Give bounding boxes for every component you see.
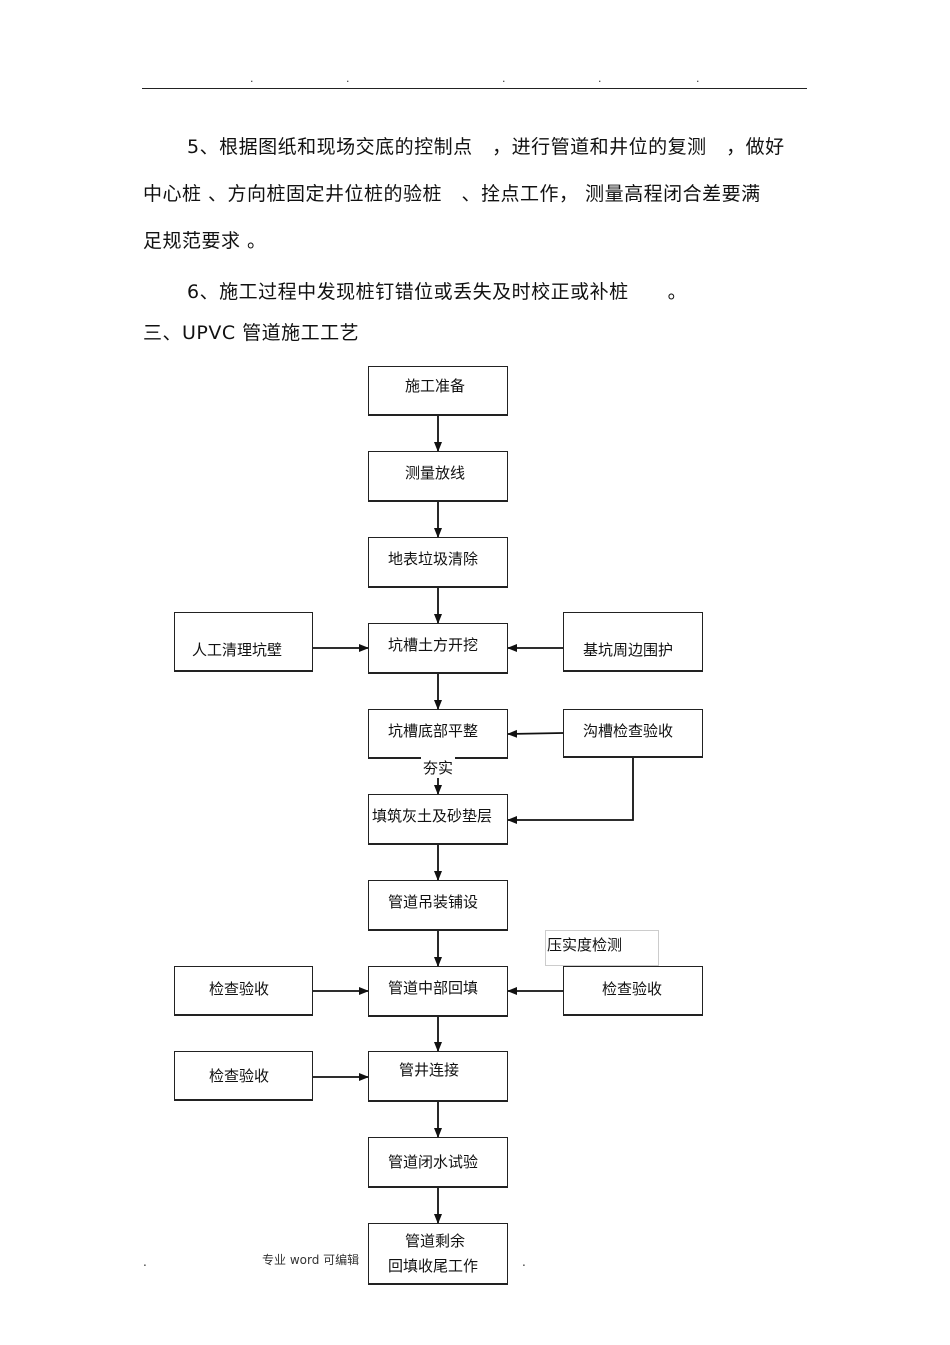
flow-step-survey: 测量放线: [368, 451, 508, 502]
paragraph-5-line-1: 5、根据图纸和现场交底的控制点 ，进行管道和井位的复测 ，做好: [187, 136, 785, 158]
paragraph-5-line-2: 中心桩 、方向桩固定井位桩的验桩 、拴点工作， 测量高程闭合差要满: [143, 183, 761, 205]
note-compaction-test: 压实度检测: [545, 930, 659, 966]
flow-step-water-test: 管道闭水试验: [368, 1137, 508, 1188]
side-step-label: 检查验收: [209, 980, 270, 998]
flow-step-label: 管井连接: [399, 1061, 460, 1079]
flow-step-excavation: 坑槽土方开挖: [368, 623, 508, 674]
footer-left-dot: .: [143, 1255, 147, 1269]
side-step-check-left-2: 检查验收: [174, 1051, 313, 1101]
flow-step-label: 管道闭水试验: [388, 1153, 479, 1171]
flow-step-label: 管道中部回填: [388, 979, 479, 997]
flow-step-label: 坑槽土方开挖: [388, 636, 479, 654]
side-step-label: 检查验收: [602, 980, 663, 998]
paragraph-5-line-3: 足规范要求 。: [143, 230, 267, 252]
flow-step-fill-cushion: 填筑灰土及砂垫层: [368, 794, 508, 845]
flow-step-prepare: 施工准备: [368, 366, 508, 416]
header-dot: .: [696, 72, 700, 85]
note-compact: 夯实: [421, 757, 456, 778]
flow-step-label: 施工准备: [405, 377, 466, 395]
side-step-label: 基坑周边围护: [583, 641, 674, 659]
flow-step-label: 测量放线: [405, 464, 466, 482]
header-rule: [142, 88, 807, 89]
flow-step-label: 填筑灰土及砂垫层: [372, 807, 493, 825]
section-title: 三、UPVC 管道施工工艺: [143, 322, 360, 344]
side-step-manual-clean: 人工清理坑壁: [174, 612, 313, 672]
flow-step-level-bottom: 坑槽底部平整: [368, 709, 508, 759]
flow-step-middle-backfill: 管道中部回填: [368, 966, 508, 1017]
flow-step-label-line1: 管道剩余: [405, 1232, 466, 1250]
footer-right-dot: .: [522, 1255, 526, 1269]
footer-note: 专业 word 可编辑: [262, 1253, 360, 1267]
side-step-pit-protect: 基坑周边围护: [563, 612, 703, 672]
flow-step-well-connect: 管井连接: [368, 1051, 508, 1102]
flow-step-label-line2: 回填收尾工作: [388, 1257, 479, 1275]
header-dot: .: [598, 72, 602, 85]
side-step-label: 人工清理坑壁: [192, 641, 283, 659]
side-step-label: 检查验收: [209, 1067, 270, 1085]
flow-step-final-backfill: 管道剩余 回填收尾工作: [368, 1223, 508, 1285]
paragraph-6: 6、施工过程中发现桩钉错位或丢失及时校正或补桩 。: [187, 281, 688, 303]
side-step-check-left-1: 检查验收: [174, 966, 313, 1016]
header-dot: .: [502, 72, 506, 85]
side-step-check-right: 检查验收: [563, 966, 703, 1016]
side-step-label: 沟槽检查验收: [583, 722, 674, 740]
header-dot: .: [346, 72, 350, 85]
flow-step-lay-pipe: 管道吊装铺设: [368, 880, 508, 931]
flow-step-label: 管道吊装铺设: [388, 893, 479, 911]
flow-step-label: 地表垃圾清除: [388, 550, 479, 568]
flow-step-label: 坑槽底部平整: [388, 722, 479, 740]
header-dot: .: [250, 72, 254, 85]
side-step-trench-check: 沟槽检查验收: [563, 709, 703, 758]
flow-step-clear-surface: 地表垃圾清除: [368, 537, 508, 588]
